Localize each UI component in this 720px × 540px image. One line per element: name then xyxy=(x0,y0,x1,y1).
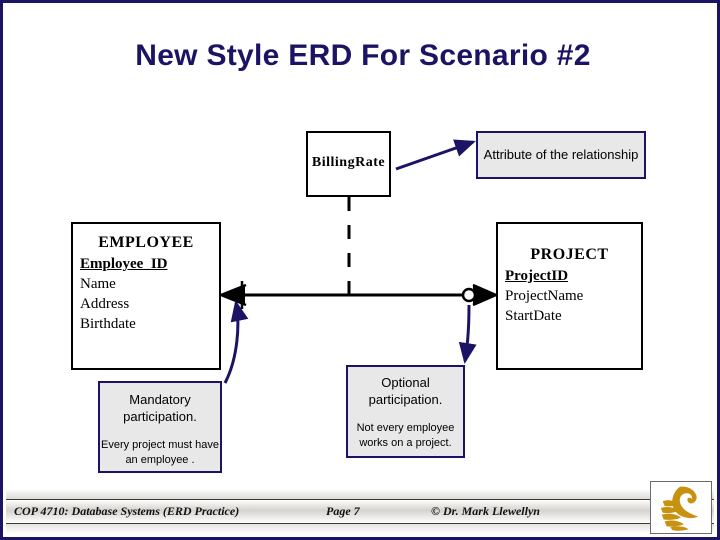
callout-mandatory-heading: Mandatory participation. xyxy=(123,392,197,424)
crowsfoot-employee xyxy=(221,285,245,305)
erd-attribute-employee-address: Address xyxy=(80,295,130,312)
footer-top-strip xyxy=(6,489,714,499)
optional-circle-project xyxy=(461,287,477,303)
erd-attribute-project-id: ProjectID xyxy=(505,268,569,284)
slide-footer: COP 4710: Database Systems (ERD Practice… xyxy=(6,481,714,534)
crowsfoot-project-line2 xyxy=(472,293,497,307)
callout-mandatory-detail: Every project must have an employee . xyxy=(101,439,219,466)
erd-entity-name-employee: EMPLOYEE xyxy=(98,234,194,251)
footer-bottom-strip xyxy=(6,524,714,534)
callout-optional-heading: Optional participation. xyxy=(368,375,443,407)
erd-attribute-employee-name: Name xyxy=(80,275,116,292)
callout-arrow-optional xyxy=(458,304,477,364)
erd-attribute-box-billingrate: BillingRate xyxy=(306,131,391,197)
crowsfoot-project-line1 xyxy=(472,283,497,297)
callout-arrow-mandatory xyxy=(223,300,249,384)
footer-bar xyxy=(6,499,714,524)
crowsfoot-employee-line2 xyxy=(220,293,247,307)
erd-attribute-project-name: ProjectName xyxy=(505,287,584,304)
erd-attribute-label: BillingRate xyxy=(311,155,386,170)
callout-attribute-text: Attribute of the relationship xyxy=(483,146,639,162)
footer-course-label: COP 4710: Database Systems (ERD Practice… xyxy=(14,504,240,518)
page-title: New Style ERD For Scenario #2 xyxy=(135,39,591,72)
erd-entity-project: PROJECT ProjectID ProjectName StartDate xyxy=(496,222,643,370)
erd-attribute-employee-birthdate: Birthdate xyxy=(80,315,136,332)
erd-entity-name-project: PROJECT xyxy=(530,246,609,263)
callout-attribute-of-relationship: Attribute of the relationship xyxy=(476,131,646,179)
erd-attribute-employee-id: Employee_ID xyxy=(80,256,168,272)
erd-entity-employee: EMPLOYEE Employee_ID Name Address Birthd… xyxy=(71,222,221,370)
footer-copyright: © Dr. Mark Llewellyn xyxy=(431,504,540,518)
footer-page-number: Page 7 xyxy=(326,504,360,518)
erd-attribute-project-startdate: StartDate xyxy=(505,307,562,324)
callout-arrow-attribute xyxy=(395,139,476,171)
crowsfoot-project xyxy=(473,285,496,305)
callout-optional-participation: Optional participation. Not every employ… xyxy=(346,365,465,458)
pegasus-logo-icon xyxy=(650,481,712,534)
crowsfoot-employee-line1 xyxy=(220,283,247,297)
callout-mandatory-participation: Mandatory participation. Every project m… xyxy=(98,381,222,473)
callout-optional-detail: Not every employee works on a project. xyxy=(356,422,455,449)
